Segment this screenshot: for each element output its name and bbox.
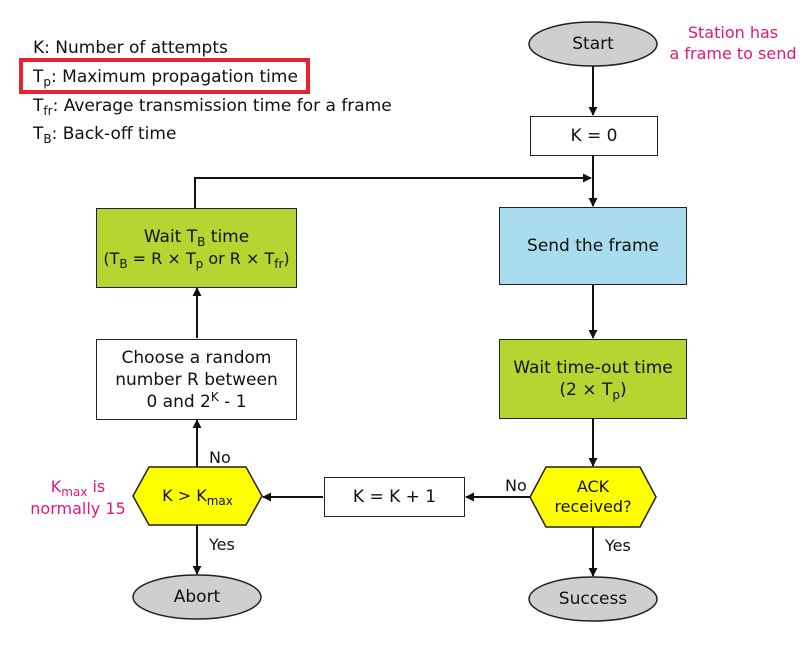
legend-highlight-box [19, 58, 310, 94]
legend-tfr: Tfr: Average transmission time for a fra… [33, 96, 392, 118]
wait-backoff-node: Wait TB time (TB = R × Tp or R × Tfr) [96, 208, 297, 288]
station-annotation: Station has a frame to send [669, 23, 797, 63]
start-node: Start [572, 34, 614, 54]
k-increment-node: K = K + 1 [324, 477, 465, 517]
ack-diamond-shape [529, 466, 657, 528]
legend-k: K: Number of attempts [33, 38, 228, 58]
kmax-annotation: Kmax is normally 15 [30, 477, 126, 518]
compare-decision-node: K > Kmax [162, 486, 233, 508]
legend-tb: TB: Back-off time [33, 124, 177, 146]
ack-no-label: No [505, 476, 527, 495]
abort-oval-shape [132, 574, 262, 620]
legend-tp: Tp: Maximum propagation time [33, 67, 298, 89]
compare-yes-label: Yes [209, 535, 235, 554]
ack-decision-node: ACK received? [554, 477, 632, 516]
abort-node: Abort [173, 587, 221, 607]
success-oval-shape [528, 576, 658, 622]
success-node: Success [558, 589, 628, 609]
choose-random-node: Choose a random number R between 0 and 2… [96, 339, 297, 420]
k-zero-node: K = 0 [530, 116, 658, 156]
send-frame-node: Send the frame [499, 207, 687, 285]
ack-yes-label: Yes [605, 536, 631, 555]
edge-waittb-loop-back [194, 173, 592, 208]
compare-no-label: No [209, 448, 231, 467]
wait-timeout-node: Wait time-out time (2 × Tp) [499, 339, 687, 419]
compare-diamond-shape [132, 466, 263, 526]
